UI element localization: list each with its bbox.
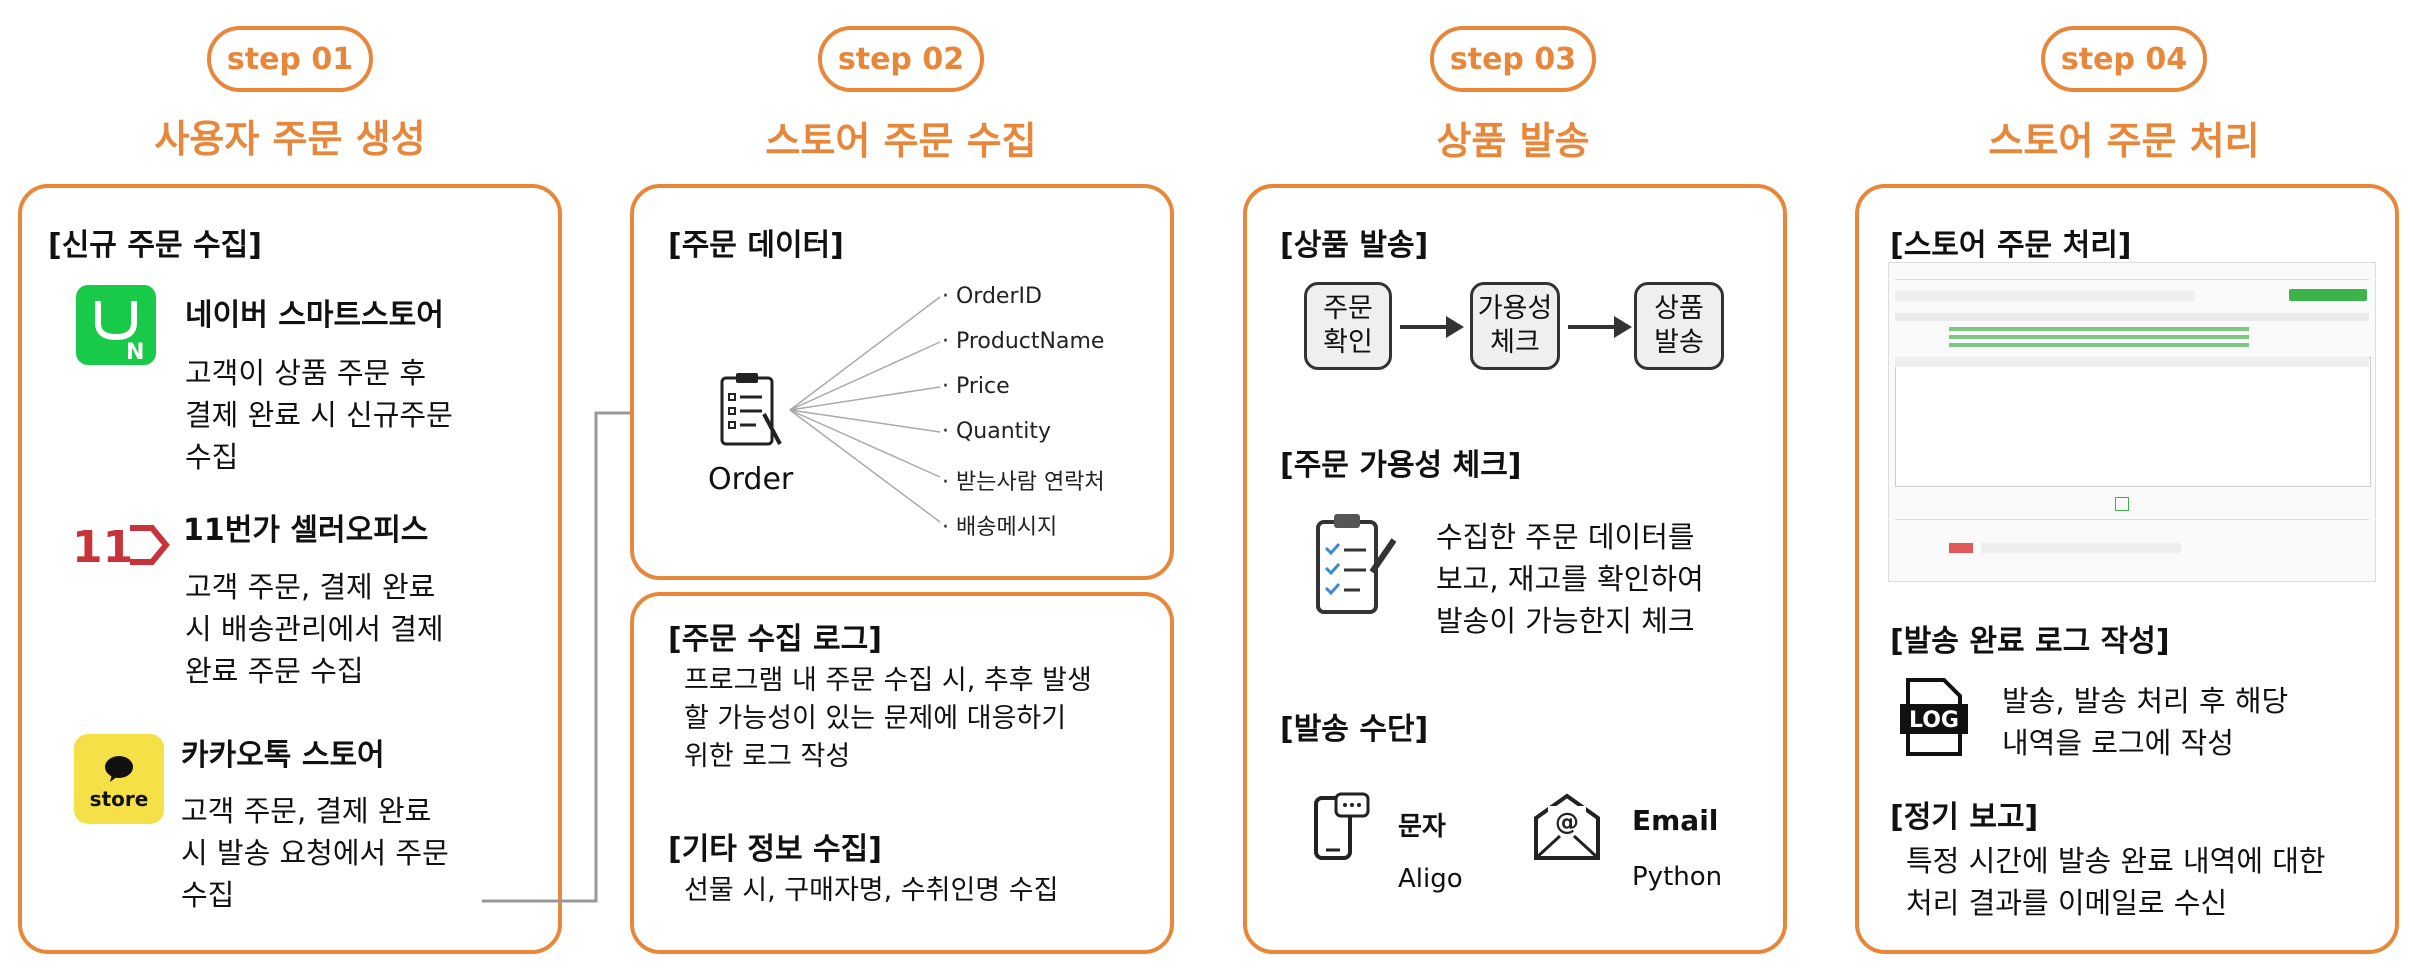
order-log-heading: [주문 수집 로그]: [668, 622, 882, 657]
log-file-icon: LOG: [1898, 676, 1970, 758]
sms-tool: Aligo: [1398, 864, 1463, 894]
kakao-store-desc: 고객 주문, 결제 완료 시 발송 요청에서 주문 수집: [181, 794, 449, 912]
email-tool: Python: [1632, 862, 1723, 892]
step-03-title: 상품 발송: [1436, 119, 1590, 163]
panel-order-log: [630, 592, 1174, 954]
field-delivery-message: · 배송메시지: [942, 515, 1058, 540]
eleven-logo: 11: [72, 520, 172, 573]
kakao-store-name: 카카오톡 스토어: [181, 738, 385, 773]
report-heading: [정기 보고]: [1890, 800, 2039, 835]
panel1-heading: [신규 주문 수집]: [48, 228, 262, 263]
svg-text:N: N: [126, 340, 144, 365]
naver-store-desc: 고객이 상품 주문 후 결제 완료 시 신규주문 수집: [185, 356, 453, 474]
panel3-heading: [상품 발송]: [1280, 228, 1429, 263]
availability-desc: 수집한 주문 데이터를 보고, 재고를 확인하여 발송이 가능한지 체크: [1436, 520, 1704, 638]
naver-store-name: 네이버 스마트스토어: [185, 298, 444, 333]
field-productname: · ProductName: [942, 329, 1105, 354]
shipping-means-heading: [발송 수단]: [1280, 712, 1429, 747]
email-label: Email: [1632, 804, 1719, 837]
svg-text:LOG: LOG: [1909, 708, 1959, 733]
step-04-label: step 04: [2041, 26, 2207, 92]
kakao-store-logo: store: [74, 734, 164, 824]
etc-info-heading: [기타 정보 수집]: [668, 832, 882, 867]
eleven-store-desc: 고객 주문, 결제 완료 시 배송관리에서 결제 완료 주문 수집: [185, 570, 444, 688]
step-03-label: step 03: [1430, 26, 1596, 92]
order-clipboard-icon: [716, 370, 786, 450]
availability-heading: [주문 가용성 체크]: [1280, 448, 1522, 483]
email-icon: @: [1530, 790, 1604, 864]
ship-log-desc: 발송, 발송 처리 후 해당 내역을 로그에 작성: [2002, 684, 2289, 760]
field-quantity: · Quantity: [942, 419, 1052, 444]
arrow-right-icon: [1568, 316, 1632, 338]
sms-label: 문자: [1398, 812, 1446, 842]
sms-phone-icon: [1312, 792, 1372, 862]
field-price: · Price: [942, 374, 1010, 399]
panel4-heading: [스토어 주문 처리]: [1890, 228, 2132, 263]
report-desc: 특정 시간에 발송 완료 내역에 대한 처리 결과를 이메일로 수신: [1906, 844, 2326, 920]
arrow-right-icon: [1400, 316, 1464, 338]
checklist-icon: [1310, 510, 1400, 620]
step-02-label: step 02: [818, 26, 984, 92]
svg-text:11: 11: [72, 522, 133, 570]
store-admin-screenshot: [1888, 262, 2376, 582]
step-04-title: 스토어 주문 처리: [1988, 119, 2260, 163]
svg-text:store: store: [90, 787, 149, 811]
field-orderid: · OrderID: [942, 284, 1042, 309]
step-01-label: step 01: [207, 26, 373, 92]
order-log-desc: 프로그램 내 주문 수집 시, 추후 발생 할 가능성이 있는 문제에 대응하기…: [684, 665, 1092, 772]
step-01-title: 사용자 주문 생성: [154, 117, 426, 161]
ship-log-heading: [발송 완료 로그 작성]: [1890, 624, 2170, 659]
svg-text:@: @: [1555, 808, 1579, 836]
order-field-lines: [789, 296, 941, 523]
order-label: Order: [708, 462, 794, 497]
step-02-title: 스토어 주문 수집: [765, 119, 1037, 163]
naver-logo: N: [76, 285, 156, 365]
field-receiver-contact: · 받는사람 연락처: [942, 470, 1105, 495]
eleven-store-name: 11번가 셀러오피스: [183, 513, 429, 548]
panel2-heading: [주문 데이터]: [668, 228, 844, 263]
etc-info-desc: 선물 시, 구매자명, 수취인명 수집: [684, 875, 1059, 906]
